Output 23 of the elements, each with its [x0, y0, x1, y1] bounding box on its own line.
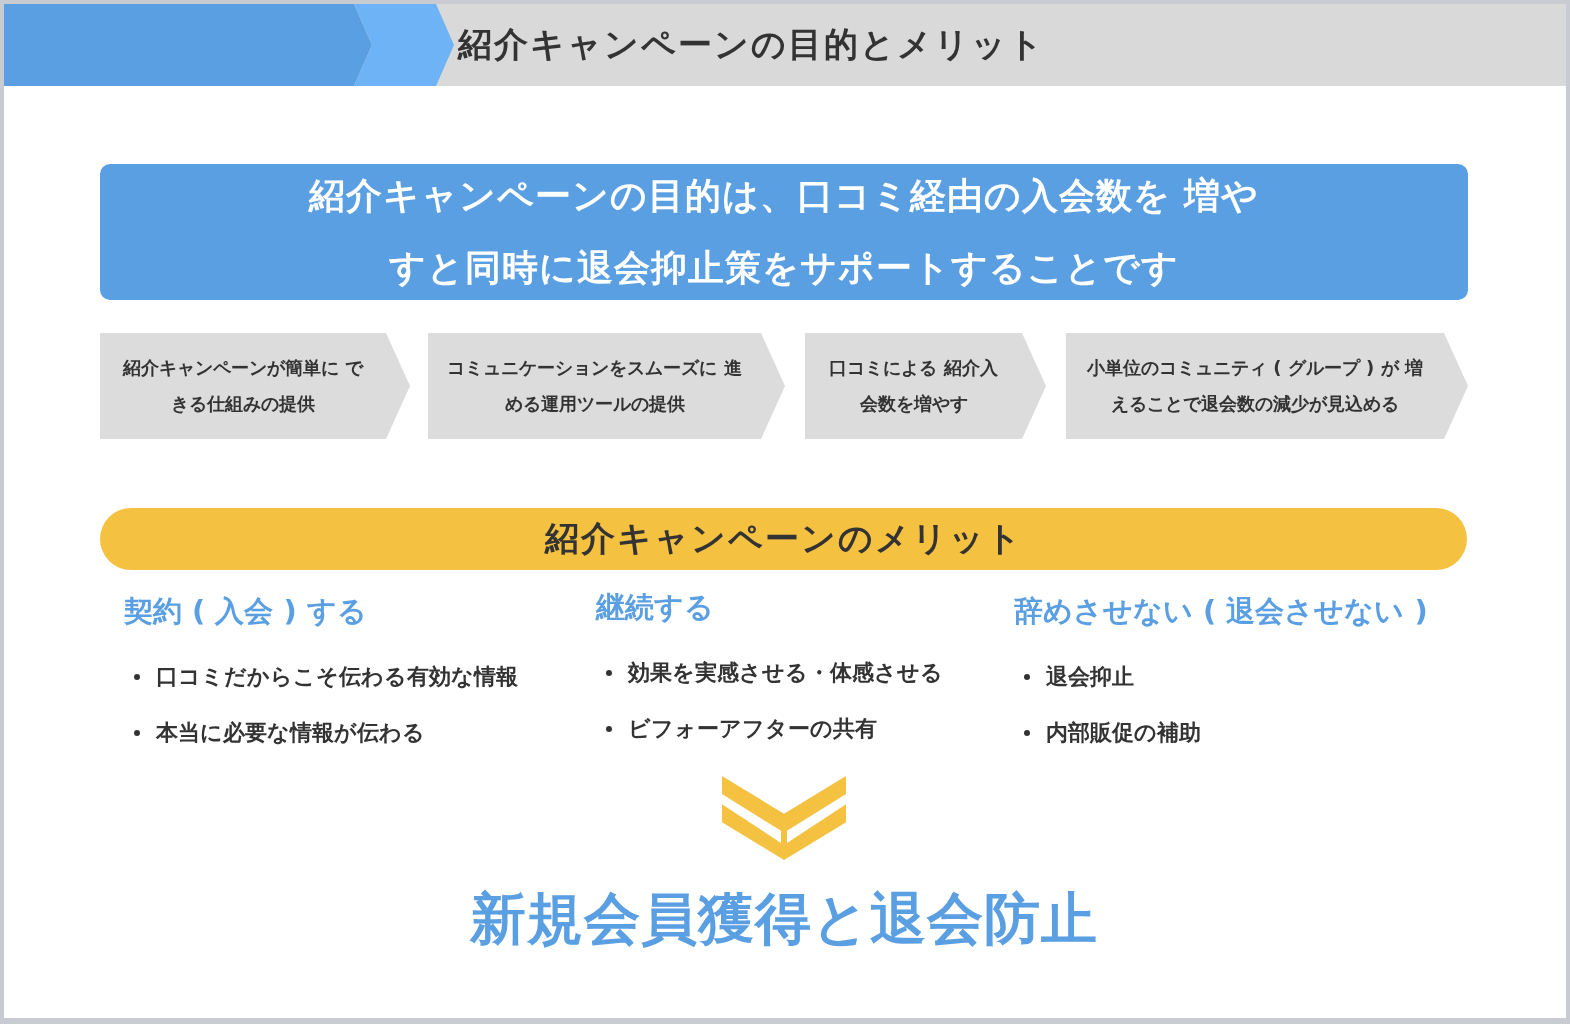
bullet-text: 効果を実感させる・体感させる: [628, 659, 943, 687]
bullet-text: 内部販促の補助: [1046, 719, 1201, 747]
chevron-step: [805, 333, 1046, 439]
purpose-banner: [100, 164, 1468, 300]
step-text: 小単位のコミュニティ ( グループ ) が 増えることで退会数の減少が見込める: [1086, 356, 1424, 416]
chevron-step: [1066, 333, 1468, 439]
step-text: 紹介キャンペーンが簡単に できる仕組みの提供: [121, 356, 365, 416]
chevron-step: [428, 333, 785, 439]
step-text: 口コミによる 紹介入会数を増やす: [828, 356, 999, 416]
bullet-text: 本当に必要な情報が伝わる: [156, 719, 425, 747]
conclusion-text: 新規会員獲得と退会防止: [468, 885, 1099, 953]
double-chevron-arrow: [722, 776, 846, 860]
bullet-text: 退会抑止: [1046, 663, 1134, 691]
bullet-text: 口コミだからこそ伝わる有効な情報: [156, 663, 518, 691]
merit-heading: 契約 ( 入会 ) する: [124, 593, 368, 630]
merit-heading: 継続する: [596, 589, 715, 626]
banner-text: 紹介キャンペーンのメリット: [544, 517, 1023, 560]
purpose-text: 紹介キャンペーンの目的は、口コミ経由の入会数を 増やすと同時に退会抑止策をサポートすることです: [307, 174, 1261, 290]
chevron-step: [100, 333, 410, 439]
step-text: コミュニケーションをスムーズに 進める運用ツールの提供: [446, 356, 743, 416]
bullet-text: ビフォーアフターの共有: [628, 715, 877, 743]
merit-heading: 辞めさせない ( 退会させない ): [1014, 593, 1429, 630]
page-title: 紹介キャンペーンの目的とメリット: [458, 23, 1045, 66]
